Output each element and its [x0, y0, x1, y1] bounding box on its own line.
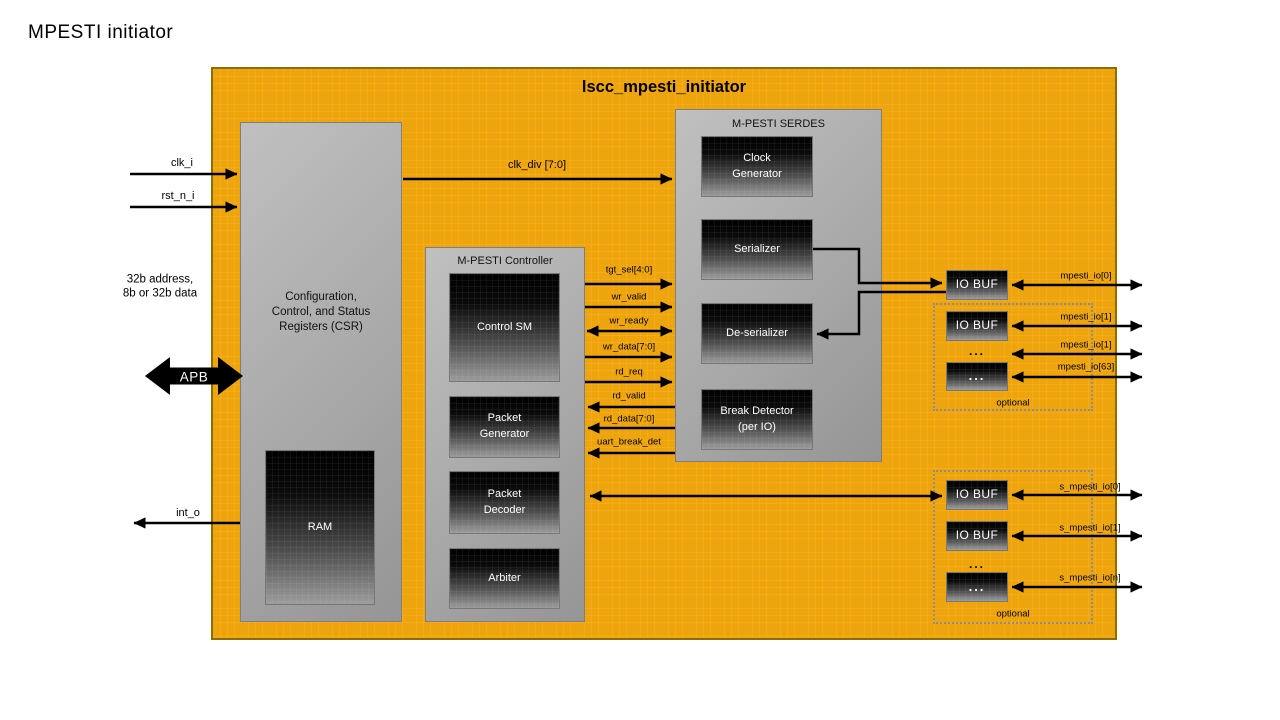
tgt-sel-label: tgt_sel[4:0] — [605, 264, 653, 276]
packet-decoder-block: Packet Decoder — [449, 471, 560, 534]
iobuf-bottom-1-label: IO BUF — [955, 528, 999, 543]
mpesti-io-1-label: mpesti_io[1] — [1060, 311, 1112, 323]
rd-valid-label: rd_valid — [612, 390, 646, 402]
page-title: MPESTI initiator — [28, 22, 174, 43]
break-detector-label: Break Detector (per IO) — [720, 404, 794, 433]
iobuf-bottom-n-label: ... — [968, 578, 986, 594]
controller-title: M-PESTI Controller — [457, 255, 553, 267]
iobuf-top-0: IO BUF — [946, 270, 1008, 300]
iobuf-top-n-block: ... — [946, 362, 1008, 391]
s-mpesti-io-n-label: s_mpesti_io[n] — [1059, 572, 1121, 584]
arbiter-label: Arbiter — [488, 571, 521, 584]
iobuf-top-1: IO BUF — [946, 311, 1008, 341]
int-o-label: int_o — [176, 507, 200, 519]
mpesti-io-2-label: mpesti_io[1] — [1060, 339, 1112, 351]
packet-generator-block: Packet Generator — [449, 396, 560, 458]
ellipsis-bottom-text: ... — [968, 557, 986, 571]
clk-div-label: clk_div [7:0] — [507, 159, 567, 171]
iobuf-bottom-n-block: ... — [946, 572, 1008, 602]
module-title: lscc_mpesti_initiator — [581, 78, 747, 96]
serdes-title: M-PESTI SERDES — [732, 118, 825, 130]
rd-req-label: rd_req — [615, 366, 643, 378]
clock-generator-block: Clock Generator — [701, 136, 813, 197]
ram-label: RAM — [307, 520, 333, 533]
serializer-label: Serializer — [734, 242, 780, 255]
mpesti-io-0-label: mpesti_io[0] — [1060, 270, 1112, 282]
s-mpesti-io-1-label: s_mpesti_io[1] — [1059, 522, 1121, 534]
iobuf-bottom-1: IO BUF — [946, 521, 1008, 551]
deserializer-label: De-serializer — [726, 326, 788, 339]
optional-box-bottom — [933, 470, 1093, 624]
uart-break-det-label: uart_break_det — [597, 436, 661, 448]
wr-data-label: wr_data[7:0] — [602, 341, 656, 353]
deserializer-block: De-serializer — [701, 303, 813, 364]
iobuf-top-n-label: ... — [968, 368, 986, 384]
wr-valid-label: wr_valid — [611, 291, 647, 303]
arbiter-block: Arbiter — [449, 548, 560, 609]
mpesti-io-63-label: mpesti_io[63] — [1057, 361, 1115, 373]
apb-label: APB — [179, 369, 209, 385]
control-sm-block: Control SM — [449, 273, 560, 382]
clock-generator-label: Clock Generator — [732, 151, 782, 180]
serializer-block: Serializer — [701, 219, 813, 280]
clk-i-label: clk_i — [170, 157, 194, 169]
control-sm-label: Control SM — [476, 320, 533, 333]
rst-n-i-label: rst_n_i — [161, 190, 195, 202]
optional-bottom-label: optional — [996, 608, 1030, 620]
wr-ready-label: wr_ready — [609, 315, 649, 327]
iobuf-top-0-label: IO BUF — [955, 277, 999, 292]
ram-block: RAM — [265, 450, 375, 605]
iobuf-bottom-0-label: IO BUF — [955, 487, 999, 502]
break-detector-block: Break Detector (per IO) — [701, 389, 813, 450]
s-mpesti-io-0-label: s_mpesti_io[0] — [1059, 481, 1121, 493]
optional-top-label: optional — [996, 397, 1030, 409]
csr-label: Configuration, Control, and Status Regis… — [271, 291, 371, 333]
iobuf-bottom-0: IO BUF — [946, 480, 1008, 510]
ellipsis-top-text: ... — [968, 344, 986, 358]
packet-decoder-label: Packet Decoder — [483, 487, 526, 516]
iobuf-top-1-label: IO BUF — [955, 318, 999, 333]
rd-data-label: rd_data[7:0] — [603, 413, 655, 425]
apb-note-label: 32b address, 8b or 32b data — [122, 273, 198, 300]
packet-generator-label: Packet Generator — [479, 412, 530, 440]
